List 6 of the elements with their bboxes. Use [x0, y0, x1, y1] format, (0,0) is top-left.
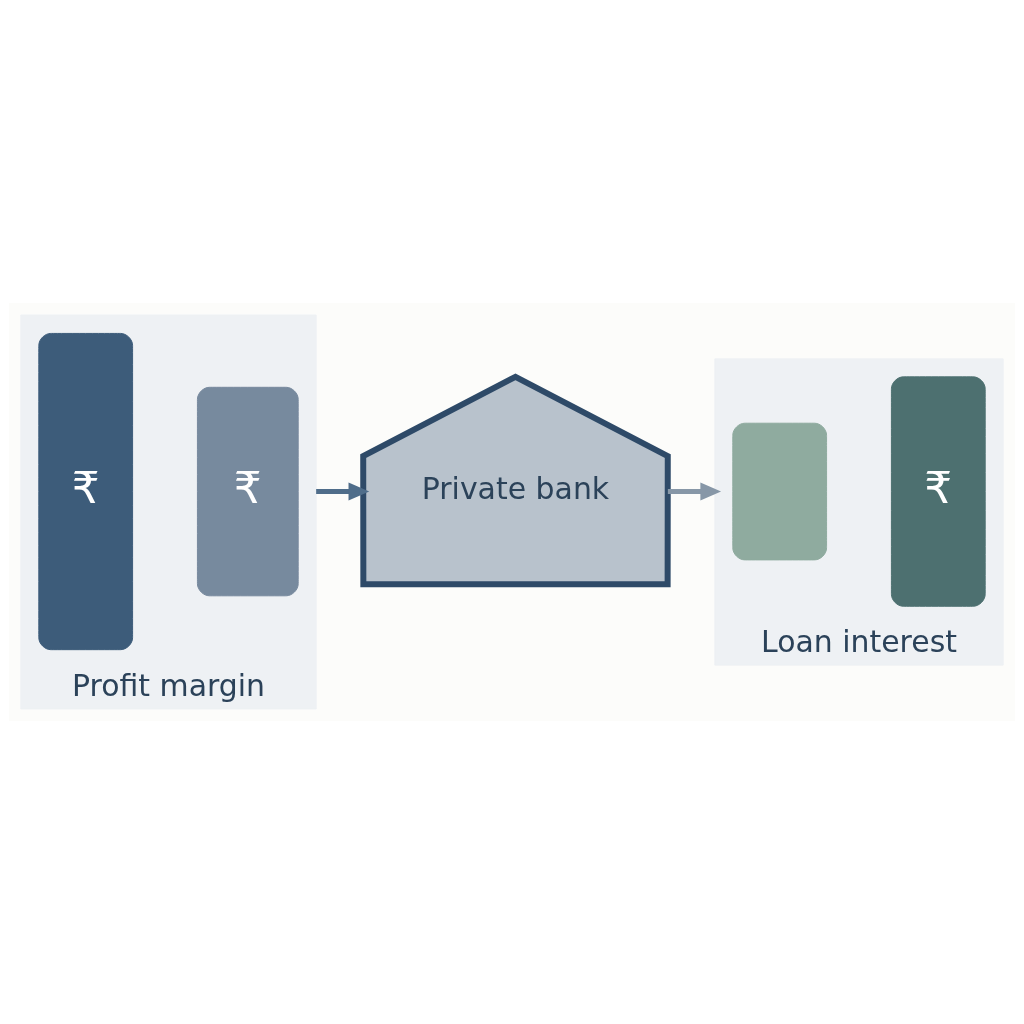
node-box: ₹	[38, 332, 134, 651]
node-box: ₹	[890, 376, 986, 607]
arrow	[316, 482, 370, 501]
arrow	[667, 482, 722, 501]
node-bar	[732, 422, 828, 561]
node-box: ₹	[196, 386, 299, 597]
